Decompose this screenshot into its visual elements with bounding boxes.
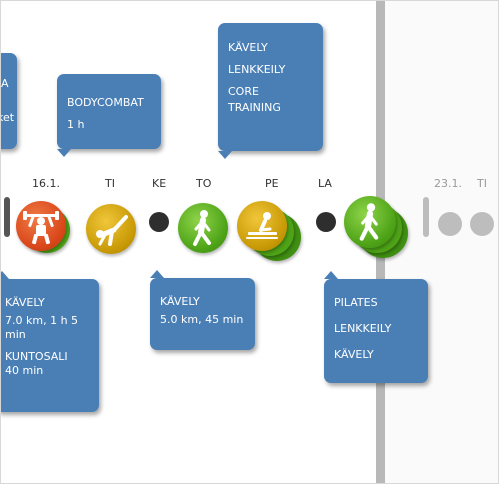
walking-icon[interactable] bbox=[344, 196, 396, 248]
day-label-to: TO bbox=[196, 177, 212, 190]
tooltip-line: LENKKEILY bbox=[228, 63, 286, 76]
tooltip-partial-left-top: A ket bbox=[1, 53, 17, 149]
week-start-bar bbox=[4, 197, 10, 237]
tooltip-line: 40 min bbox=[5, 364, 44, 377]
tooltip-detail: 1 h bbox=[67, 118, 85, 131]
tooltip-bodycombat: BODYCOMBAT 1 h bbox=[57, 74, 161, 157]
day-label-23: 23.1. bbox=[434, 177, 462, 190]
tooltip-saturday-activities: PILATES LENKKEILY KÄVELY bbox=[324, 271, 428, 383]
week-start-bar bbox=[423, 197, 429, 237]
day-label-ti: TI bbox=[105, 177, 115, 190]
martial-arts-icon[interactable] bbox=[86, 204, 136, 254]
day-label-ti-next: TI bbox=[477, 177, 487, 190]
empty-day-dot[interactable] bbox=[149, 212, 169, 232]
tooltip-walking-top: KÄVELY LENKKEILY CORE TRAINING bbox=[218, 23, 323, 159]
tooltip-line: min bbox=[5, 328, 26, 341]
day-label-16: 16.1. bbox=[32, 177, 60, 190]
tooltip-line: KUNTOSALI bbox=[5, 350, 68, 363]
tooltip-line: A bbox=[1, 77, 9, 90]
tooltip-line: 7.0 km, 1 h 5 bbox=[5, 314, 79, 327]
tooltip-line: KÄVELY bbox=[334, 348, 374, 361]
swimming-icon[interactable] bbox=[237, 201, 287, 251]
weightlifting-icon[interactable] bbox=[16, 201, 66, 251]
tooltip-line: LENKKEILY bbox=[334, 322, 392, 335]
tooltip-line: CORE bbox=[228, 85, 259, 98]
future-day-dot bbox=[438, 212, 462, 236]
future-day-dot bbox=[470, 212, 494, 236]
tooltip-walking-bottom: KÄVELY 5.0 km, 45 min bbox=[150, 270, 255, 350]
empty-day-dot[interactable] bbox=[316, 212, 336, 232]
tooltip-line: KÄVELY bbox=[160, 295, 200, 308]
tooltip-line: PILATES bbox=[334, 296, 378, 309]
tooltip-line: TRAINING bbox=[228, 101, 281, 114]
day-label-la: LA bbox=[318, 177, 332, 190]
day-label-pe: PE bbox=[265, 177, 279, 190]
tooltip-line: KÄVELY bbox=[5, 296, 45, 309]
tooltip-line: ket bbox=[1, 111, 15, 124]
tooltip-title: BODYCOMBAT bbox=[67, 96, 144, 109]
walking-icon[interactable] bbox=[178, 203, 228, 253]
tooltip-line: KÄVELY bbox=[228, 41, 268, 54]
tooltip-line: 5.0 km, 45 min bbox=[160, 313, 244, 326]
tooltip-monday-activities: KÄVELY 7.0 km, 1 h 5 min KUNTOSALI 40 mi… bbox=[1, 271, 99, 412]
day-label-ke: KE bbox=[152, 177, 167, 190]
